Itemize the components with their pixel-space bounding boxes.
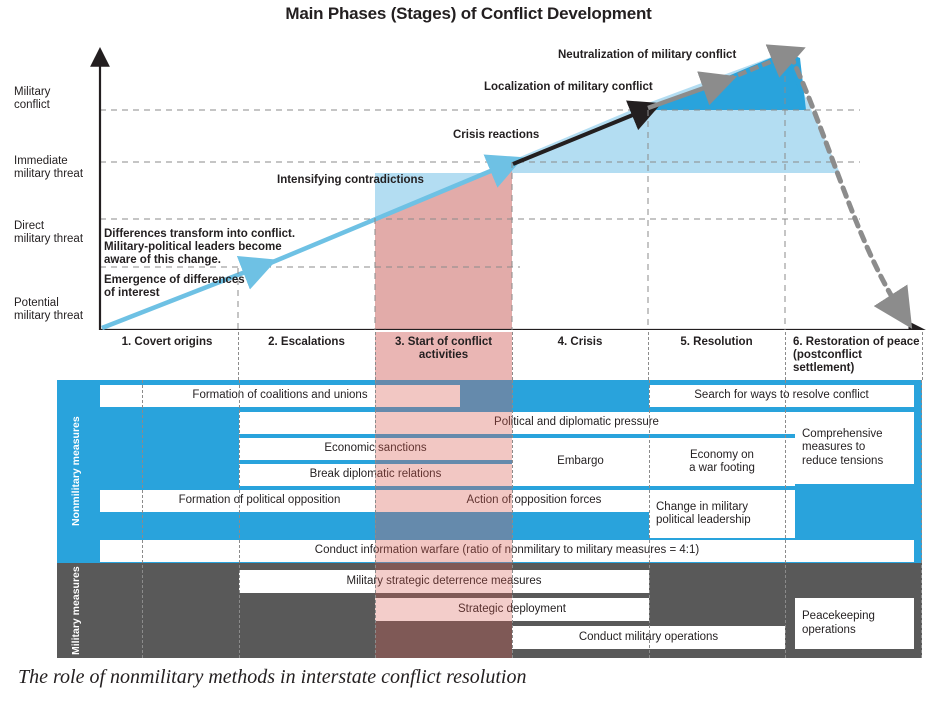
measure-box-leadership-change[interactable]: Change in military political leadership xyxy=(649,490,795,538)
measure-box-opposition-action[interactable]: Action of opposition forces xyxy=(419,490,649,512)
measures-separator-0 xyxy=(142,380,143,658)
crisis-reactions-arrow xyxy=(512,100,662,166)
phase-separators-plot xyxy=(237,54,786,330)
page-title: Main Phases (Stages) of Conflict Develop… xyxy=(285,4,652,23)
measures-separator-2 xyxy=(375,380,376,658)
y-label-potential-threat-line2: military threat xyxy=(14,310,84,322)
phase-separator-5 xyxy=(785,332,786,380)
annotation-emergence-of-differences: Emergence of differences of interest xyxy=(104,274,245,299)
measure-box-information-warfare[interactable]: Conduct information warfare (ratio of no… xyxy=(100,540,914,562)
annotation-crisis-reactions: Crisis reactions xyxy=(453,129,540,141)
phase-cell-1[interactable]: 1. Covert origins xyxy=(121,336,213,348)
y-label-direct-threat: Direct military threat xyxy=(14,220,96,246)
phase-separator-6 xyxy=(922,332,923,380)
measure-box-coalitions[interactable]: Formation of coalitions and unions xyxy=(100,385,460,407)
gridlines xyxy=(100,109,860,268)
phase-separator-3 xyxy=(512,332,513,380)
phase-cell-3[interactable]: 3. Start of conflict activities xyxy=(375,332,512,380)
measures-block: Nonmilitary measures Military measures F… xyxy=(57,380,922,658)
nonmilitary-side-label: Nonmilitary measures xyxy=(70,416,82,527)
measure-box-political-pressure[interactable]: Political and diplomatic pressure xyxy=(239,412,914,434)
measure-box-embargo[interactable]: Embargo xyxy=(512,438,649,486)
y-label-potential-threat-line1: Potential xyxy=(14,297,59,309)
measures-separator-4 xyxy=(649,380,650,658)
phase-separator-1 xyxy=(238,332,239,380)
measures-separator-6 xyxy=(921,380,922,658)
annotation-differences-transform: Differences transform into conflict. Mil… xyxy=(104,228,296,266)
phase-separator-2 xyxy=(375,332,376,380)
measure-box-search-ways[interactable]: Search for ways to resolve conflict xyxy=(649,385,914,407)
measure-box-peacekeeping[interactable]: Peacekeeping operations xyxy=(795,598,914,649)
phase-cell-2[interactable]: 2. Escalations xyxy=(268,336,345,348)
measure-box-comprehensive[interactable]: Comprehensive measures to reduce tension… xyxy=(795,412,914,484)
phase-cell-4[interactable]: 4. Crisis xyxy=(557,336,603,348)
figure-caption: The role of nonmilitary methods in inter… xyxy=(18,666,527,688)
phase-cell-6[interactable]: 6. Restoration of peace (postconflict se… xyxy=(793,336,920,374)
y-label-potential-threat: Potential military threat xyxy=(14,297,96,323)
measure-box-military-operations[interactable]: Conduct military operations xyxy=(512,626,785,649)
y-label-military-conflict-line2: conflict xyxy=(14,99,50,111)
chart-plot-area xyxy=(0,40,937,330)
deescalation-arrow xyxy=(787,51,913,329)
annotation-neutralization: Neutralization of military conflict xyxy=(558,49,737,61)
measures-separator-1 xyxy=(239,380,240,658)
annotation-localization: Localization of military conflict xyxy=(484,81,653,93)
military-side-label: Military measures xyxy=(70,566,82,655)
measures-separator-3 xyxy=(512,380,513,658)
y-label-immediate-threat-line1: Immediate xyxy=(14,155,68,167)
escalation-arrow-light-blue xyxy=(101,154,524,330)
y-label-immediate-threat-line2: military threat xyxy=(14,168,84,180)
annotation-intensifying-contradictions: Intensifying contradictions xyxy=(277,174,424,186)
localization-arrow xyxy=(647,71,738,111)
y-label-immediate-threat: Immediate military threat xyxy=(14,155,96,181)
y-label-military-conflict: Military conflict xyxy=(14,86,96,112)
y-label-direct-threat-line2: military threat xyxy=(14,233,84,245)
measure-box-deterrence[interactable]: Military strategic deterrence measures xyxy=(239,570,649,593)
measure-box-war-footing[interactable]: Economy on a war footing xyxy=(649,438,795,486)
measure-box-opposition-formation[interactable]: Formation of political opposition xyxy=(100,490,419,512)
phase-header-row: 1. Covert origins 2. Escalations 3. Star… xyxy=(96,332,923,380)
phase-separator-4 xyxy=(648,332,649,380)
phase-cell-5[interactable]: 5. Resolution xyxy=(680,336,753,348)
y-label-direct-threat-line1: Direct xyxy=(14,220,45,232)
y-label-military-conflict-line1: Military xyxy=(14,86,51,98)
neutralization-arrow xyxy=(725,44,806,83)
measures-separator-5 xyxy=(785,380,786,658)
